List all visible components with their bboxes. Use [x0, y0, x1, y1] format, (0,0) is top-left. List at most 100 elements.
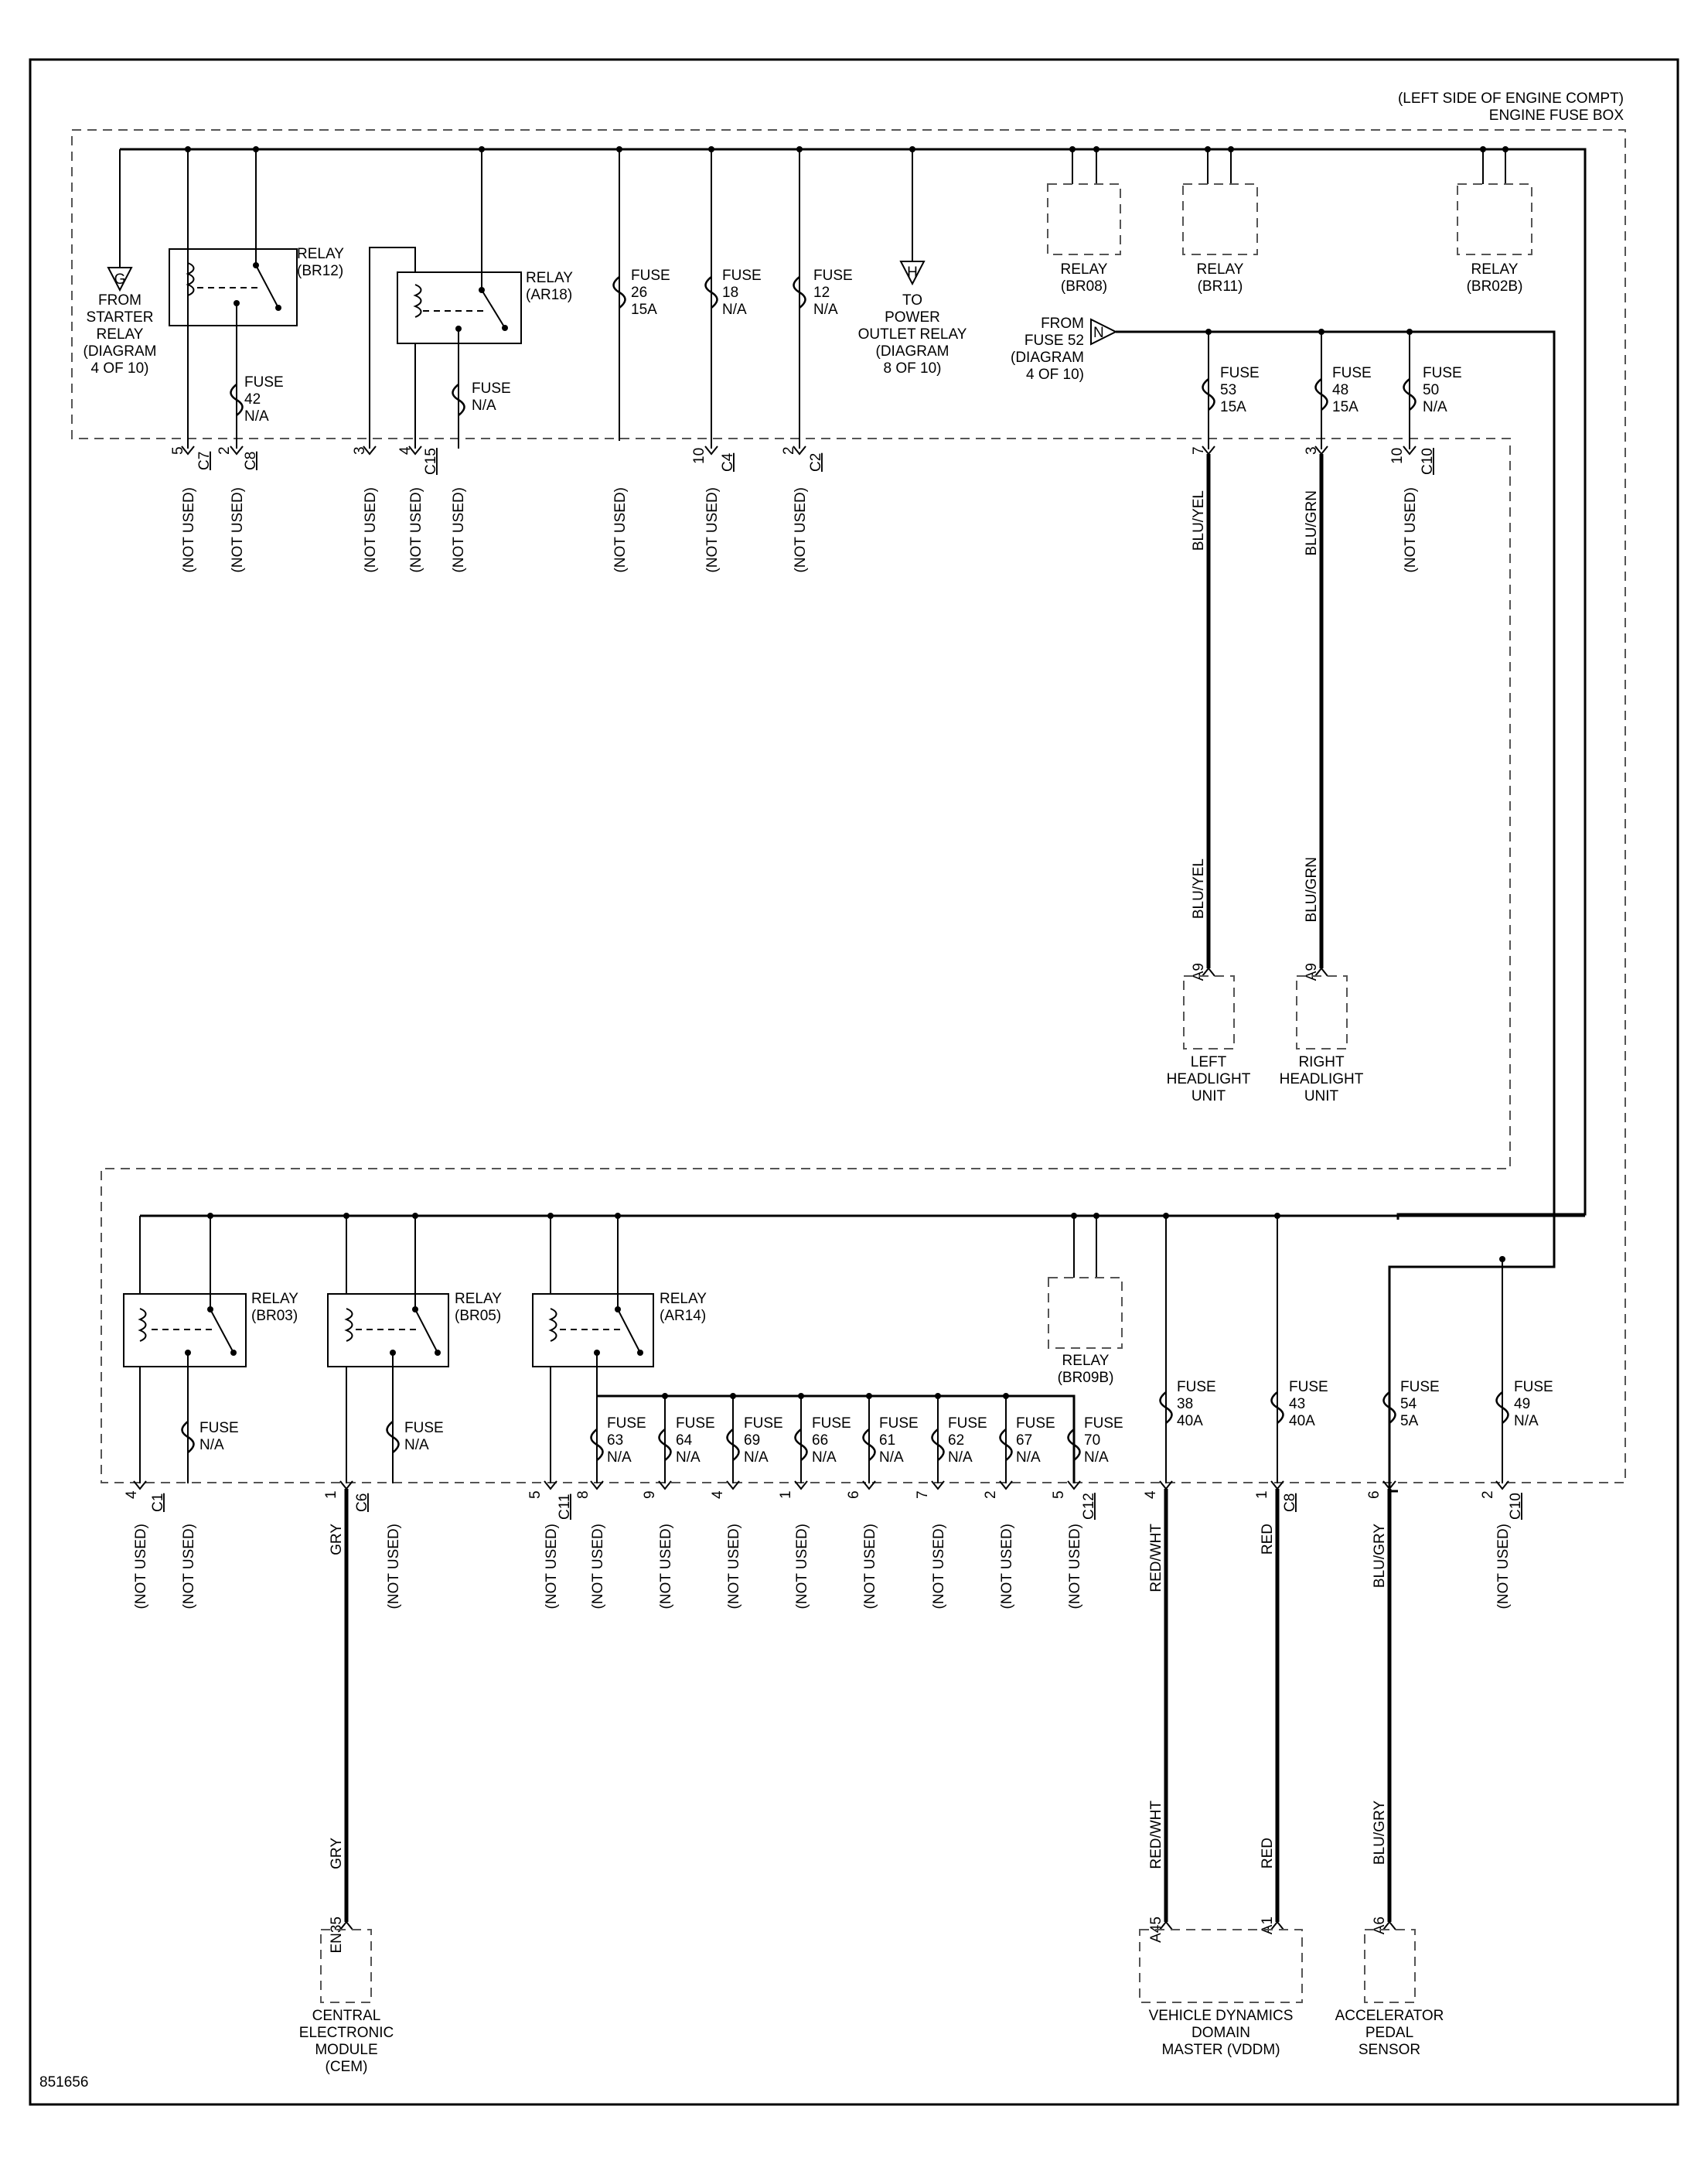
svg-text:FUSE: FUSE — [472, 381, 511, 397]
svg-text:RELAY: RELAY — [97, 326, 144, 343]
fuse-box-upper-outline — [71, 129, 1626, 1483]
central-electronic-module: EN35 CENTRAL ELECTRONIC MODULE (CEM) — [299, 1917, 394, 2075]
svg-text:CENTRAL: CENTRAL — [312, 2008, 381, 2024]
svg-text:RELAY: RELAY — [1471, 261, 1519, 278]
svg-text:4: 4 — [1143, 1490, 1159, 1499]
svg-text:(NOT USED): (NOT USED) — [386, 1524, 402, 1609]
svg-text:4 OF 10): 4 OF 10) — [91, 360, 149, 377]
svg-text:(NOT USED): (NOT USED) — [408, 487, 424, 572]
svg-text:4: 4 — [397, 446, 414, 455]
svg-text:7: 7 — [1191, 446, 1207, 455]
svg-text:N/A: N/A — [722, 302, 747, 318]
svg-text:3: 3 — [352, 446, 368, 455]
svg-text:49: 49 — [1514, 1396, 1530, 1412]
svg-text:15A: 15A — [1220, 399, 1246, 415]
top-fuse-12: FUSE 12 N/A — [793, 268, 853, 318]
wire-label-red-top: RED — [1260, 1524, 1276, 1555]
fuse-box-location-label: (LEFT SIDE OF ENGINE COMPT) — [1398, 90, 1624, 107]
svg-text:5: 5 — [1051, 1490, 1067, 1499]
svg-text:FUSE: FUSE — [1220, 365, 1260, 381]
ar14-sub-bus — [597, 1394, 1076, 1483]
svg-text:A9: A9 — [1304, 963, 1320, 981]
relay-label: RELAY — [297, 246, 344, 262]
svg-text:(NOT USED): (NOT USED) — [133, 1524, 149, 1609]
svg-text:EN35: EN35 — [329, 1917, 345, 1954]
wire-label-red-wht-top: RED/WHT — [1148, 1524, 1164, 1592]
svg-text:STARTER: STARTER — [87, 309, 154, 326]
svg-text:N/A: N/A — [199, 1437, 224, 1453]
svg-text:50: 50 — [1423, 382, 1439, 398]
svg-text:C1: C1 — [150, 1493, 166, 1512]
svg-text:N/A: N/A — [404, 1437, 429, 1453]
ref-g-letter: G — [114, 271, 126, 288]
svg-text:C2: C2 — [808, 453, 824, 472]
relay-br11: RELAY (BR11) — [1182, 149, 1258, 295]
relay-br09b: RELAY (BR09B) — [1048, 1216, 1123, 1386]
svg-text:FUSE: FUSE — [879, 1415, 919, 1432]
svg-text:C8: C8 — [243, 452, 259, 470]
svg-text:4 OF 10): 4 OF 10) — [1026, 367, 1084, 383]
svg-text:(DIAGRAM: (DIAGRAM — [84, 343, 157, 360]
bottom-fuse-63: FUSE 63 N/A — [590, 1415, 646, 1466]
svg-text:(NOT USED): (NOT USED) — [931, 1524, 947, 1609]
svg-text:8 OF 10): 8 OF 10) — [884, 360, 942, 377]
svg-text:FUSE: FUSE — [676, 1415, 715, 1432]
svg-text:FUSE 52: FUSE 52 — [1024, 333, 1084, 349]
top-bus-bar — [120, 148, 1587, 1220]
svg-text:A6: A6 — [1372, 1917, 1388, 1934]
svg-text:(NOT USED): (NOT USED) — [999, 1524, 1015, 1609]
svg-text:FUSE: FUSE — [1289, 1379, 1328, 1395]
svg-text:RELAY: RELAY — [1197, 261, 1244, 278]
wire-label-red-wht-bottom: RED/WHT — [1148, 1800, 1164, 1869]
svg-text:DOMAIN: DOMAIN — [1192, 2025, 1250, 2041]
svg-text:RIGHT: RIGHT — [1298, 1054, 1345, 1070]
svg-text:(NOT USED): (NOT USED) — [794, 1524, 810, 1609]
bottom-fuse-70: FUSE 70 N/A — [1067, 1415, 1123, 1466]
top-connector-labels: 5 C7 2 C8 3 4 C15 10 C4 2 C2 7 3 10 C10 — [170, 446, 1436, 475]
svg-text:(DIAGRAM: (DIAGRAM — [1011, 350, 1084, 366]
svg-text:POWER: POWER — [885, 309, 940, 326]
svg-text:C10: C10 — [1508, 1493, 1524, 1520]
svg-text:MASTER (VDDM): MASTER (VDDM) — [1161, 2042, 1280, 2058]
svg-text:A9: A9 — [1191, 963, 1207, 981]
svg-text:N/A: N/A — [879, 1449, 904, 1466]
svg-text:(NOT USED): (NOT USED) — [181, 487, 197, 572]
svg-text:N/A: N/A — [744, 1449, 769, 1466]
svg-text:ACCELERATOR: ACCELERATOR — [1335, 2008, 1444, 2024]
bottom-connector-labels: 4 C1 1 C6 5 C11 8 9 4 1 6 7 2 5 C12 4 1 … — [124, 1490, 1524, 1520]
relay-br02b: RELAY (BR02B) — [1457, 149, 1532, 295]
svg-text:(NOT USED): (NOT USED) — [726, 1524, 742, 1609]
svg-text:FUSE: FUSE — [631, 268, 670, 284]
svg-text:(NOT USED): (NOT USED) — [181, 1524, 197, 1609]
svg-text:18: 18 — [722, 285, 738, 301]
wire-label-red-bottom: RED — [1260, 1838, 1276, 1869]
top-fuse-ar18: FUSE N/A — [452, 381, 511, 417]
svg-text:N/A: N/A — [244, 408, 269, 425]
svg-text:38: 38 — [1177, 1396, 1193, 1412]
svg-text:(NOT USED): (NOT USED) — [612, 487, 629, 572]
svg-text:RELAY: RELAY — [1062, 1353, 1110, 1369]
ref-h-text: TO POWER OUTLET RELAY (DIAGRAM 8 OF 10) — [858, 292, 967, 377]
svg-text:61: 61 — [879, 1432, 895, 1449]
svg-text:N/A: N/A — [948, 1449, 973, 1466]
bottom-fuse-69: FUSE 69 N/A — [726, 1415, 783, 1466]
svg-text:67: 67 — [1016, 1432, 1032, 1449]
wire-label-blu-grn-bottom: BLU/GRN — [1304, 857, 1320, 922]
svg-text:HEADLIGHT: HEADLIGHT — [1167, 1071, 1251, 1087]
svg-text:SENSOR: SENSOR — [1359, 2042, 1420, 2058]
bottom-fuse-64: FUSE 64 N/A — [658, 1415, 715, 1466]
bottom-fuse-43: FUSE 43 40A — [1270, 1379, 1328, 1429]
svg-text:FUSE: FUSE — [813, 268, 853, 284]
svg-text:UNIT: UNIT — [1192, 1088, 1226, 1104]
relay-name: (AR18) — [526, 287, 572, 303]
vehicle-dynamics-domain-master: A45 A1 VEHICLE DYNAMICS DOMAIN MASTER (V… — [1139, 1917, 1303, 2058]
svg-text:HEADLIGHT: HEADLIGHT — [1280, 1071, 1364, 1087]
relay-br05: RELAY (BR05) — [327, 1216, 502, 1483]
svg-text:FUSE: FUSE — [744, 1415, 783, 1432]
svg-text:FROM: FROM — [98, 292, 141, 309]
svg-text:RELAY: RELAY — [251, 1291, 298, 1307]
bottom-fuse-br03: FUSE N/A — [181, 1420, 239, 1454]
wire-label-gry-bottom: GRY — [329, 1838, 345, 1869]
svg-text:12: 12 — [813, 285, 830, 301]
svg-text:48: 48 — [1332, 382, 1348, 398]
